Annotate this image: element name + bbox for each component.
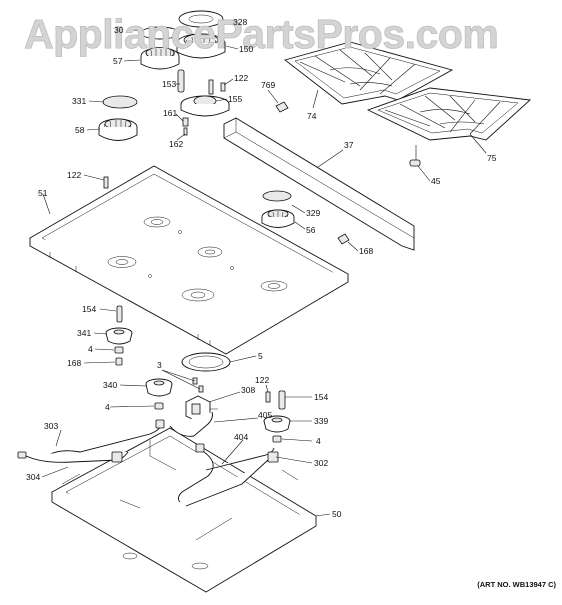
callout-308: 308 xyxy=(241,385,255,395)
parts-art xyxy=(17,10,532,593)
screw-161 xyxy=(182,117,189,136)
callout-341: 341 xyxy=(77,328,91,338)
callout-302: 302 xyxy=(314,458,328,468)
callout-303: 303 xyxy=(44,421,58,431)
callout-155: 155 xyxy=(228,94,242,104)
burner-head-58 xyxy=(98,118,138,141)
nut-4-mid xyxy=(154,402,164,410)
callout-331: 331 xyxy=(72,96,86,106)
burner-base-155 xyxy=(180,79,230,117)
callout-122-right: 122 xyxy=(255,375,269,385)
callout-340: 340 xyxy=(103,380,117,390)
callout-50: 50 xyxy=(332,509,342,519)
callout-154-left: 154 xyxy=(82,304,96,314)
callout-405: 405 xyxy=(258,410,272,420)
clip-168-left xyxy=(115,357,123,366)
nut-4-left xyxy=(114,346,124,354)
orifice-153 xyxy=(177,69,185,93)
callout-labels: 30 328 150 57 153 122 769 155 74 331 161… xyxy=(26,17,497,519)
callout-769: 769 xyxy=(261,80,275,90)
burner-cap-331 xyxy=(102,95,138,109)
nut-4-right xyxy=(272,435,282,443)
callout-5: 5 xyxy=(258,351,263,361)
callout-153: 153 xyxy=(162,79,176,89)
callout-51: 51 xyxy=(38,188,48,198)
gas-tubes xyxy=(17,411,279,507)
screw-122 xyxy=(103,176,109,189)
callout-57: 57 xyxy=(113,56,123,66)
side-trim-37 xyxy=(223,117,415,251)
callout-3: 3 xyxy=(157,360,162,370)
callout-339: 339 xyxy=(314,416,328,426)
callout-58: 58 xyxy=(75,125,85,135)
burner-base-340 xyxy=(145,378,173,397)
callout-162: 162 xyxy=(169,139,183,149)
clip-168 xyxy=(337,233,350,245)
callout-4-left: 4 xyxy=(88,344,93,354)
art-number: (ART NO. WB13947 C) xyxy=(477,580,556,589)
callout-4-right: 4 xyxy=(316,436,321,446)
callout-30: 30 xyxy=(114,25,124,35)
callout-154-right: 154 xyxy=(314,392,328,402)
callout-122-top: 122 xyxy=(234,73,248,83)
cooktop-top-51 xyxy=(29,165,349,355)
grate-foot-45 xyxy=(409,145,421,167)
callout-168-right: 168 xyxy=(359,246,373,256)
burner-base-341 xyxy=(105,327,133,345)
orifice-154-left xyxy=(116,305,123,323)
callout-74: 74 xyxy=(307,111,317,121)
callout-168-left: 168 xyxy=(67,358,81,368)
clip-769 xyxy=(275,101,289,113)
watermark: AppliancePartsPros.com xyxy=(24,11,498,57)
ring-5 xyxy=(181,352,231,372)
callout-328: 328 xyxy=(233,17,247,27)
callout-150: 150 xyxy=(239,44,253,54)
callout-161: 161 xyxy=(163,108,177,118)
burner-assembly-57 xyxy=(140,26,180,70)
leader-lines xyxy=(41,20,487,517)
screw-122-right xyxy=(265,391,271,403)
callout-122-left: 122 xyxy=(67,170,81,180)
callout-4-mid: 4 xyxy=(105,402,110,412)
burner-assembly-150 xyxy=(176,10,226,59)
burner-cap-329 xyxy=(262,190,292,202)
orifice-154-right xyxy=(278,390,286,410)
callout-329: 329 xyxy=(306,208,320,218)
callout-75: 75 xyxy=(487,153,497,163)
burner-base-339 xyxy=(263,415,291,433)
grate-75 xyxy=(366,87,532,141)
callout-304: 304 xyxy=(26,472,40,482)
callout-56: 56 xyxy=(306,225,316,235)
burner-head-56 xyxy=(261,209,295,228)
callout-45: 45 xyxy=(431,176,441,186)
callout-37: 37 xyxy=(344,140,354,150)
callout-404: 404 xyxy=(234,432,248,442)
screws-3 xyxy=(192,377,204,393)
